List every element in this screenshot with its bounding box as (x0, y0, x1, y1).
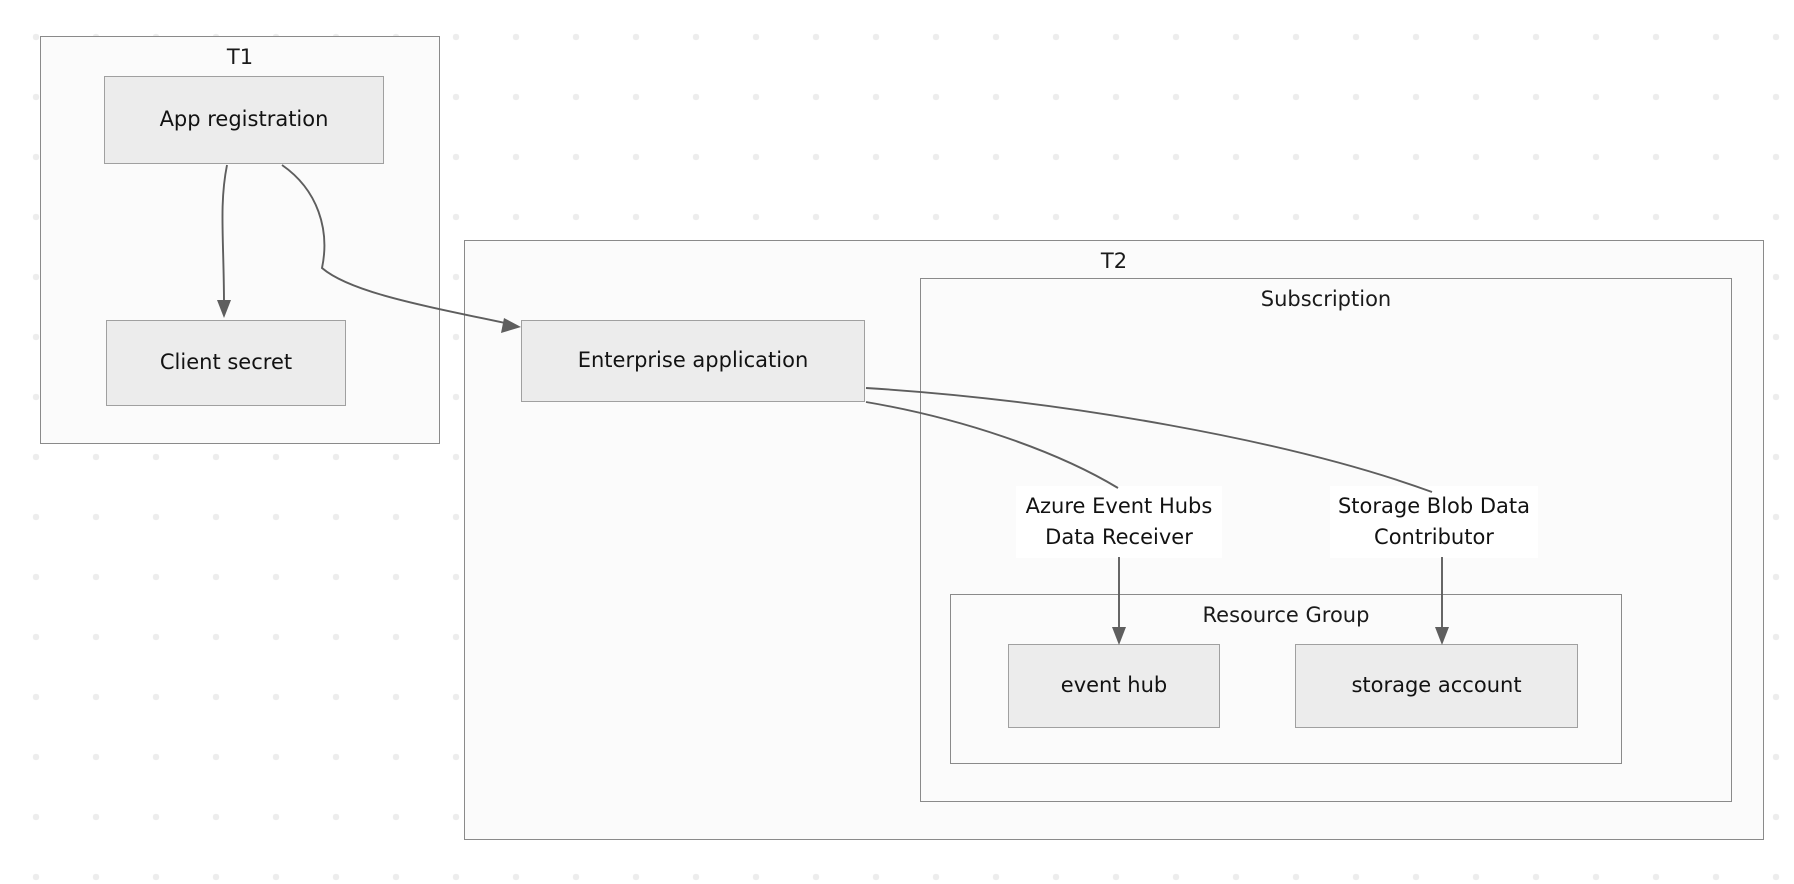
group-label-tenant-t1: T1 (226, 45, 254, 69)
node-storage-account[interactable]: storage account (1295, 644, 1578, 728)
node-label-event-hub: event hub (1060, 673, 1168, 698)
node-label-storage-account: storage account (1351, 673, 1522, 698)
role-label-text-event-hubs-receiver: Azure Event Hubs Data Receiver (1025, 493, 1213, 549)
node-label-client-secret: Client secret (159, 350, 293, 375)
role-label-storage-blob-data-contributor[interactable]: Storage Blob Data Contributor (1330, 486, 1538, 558)
node-event-hub[interactable]: event hub (1008, 644, 1220, 728)
group-label-subscription: Subscription (1260, 287, 1392, 311)
node-label-app-registration: App registration (159, 107, 329, 132)
group-label-tenant-t2: T2 (1100, 249, 1128, 273)
node-app-registration[interactable]: App registration (104, 76, 384, 164)
role-label-azure-event-hubs-data-receiver[interactable]: Azure Event Hubs Data Receiver (1016, 486, 1222, 558)
node-enterprise-application[interactable]: Enterprise application (521, 320, 865, 402)
role-label-text-storage-blob-contributor: Storage Blob Data Contributor (1337, 493, 1531, 549)
node-label-enterprise-application: Enterprise application (577, 348, 809, 373)
node-client-secret[interactable]: Client secret (106, 320, 346, 406)
group-label-resource-group: Resource Group (1202, 603, 1370, 627)
